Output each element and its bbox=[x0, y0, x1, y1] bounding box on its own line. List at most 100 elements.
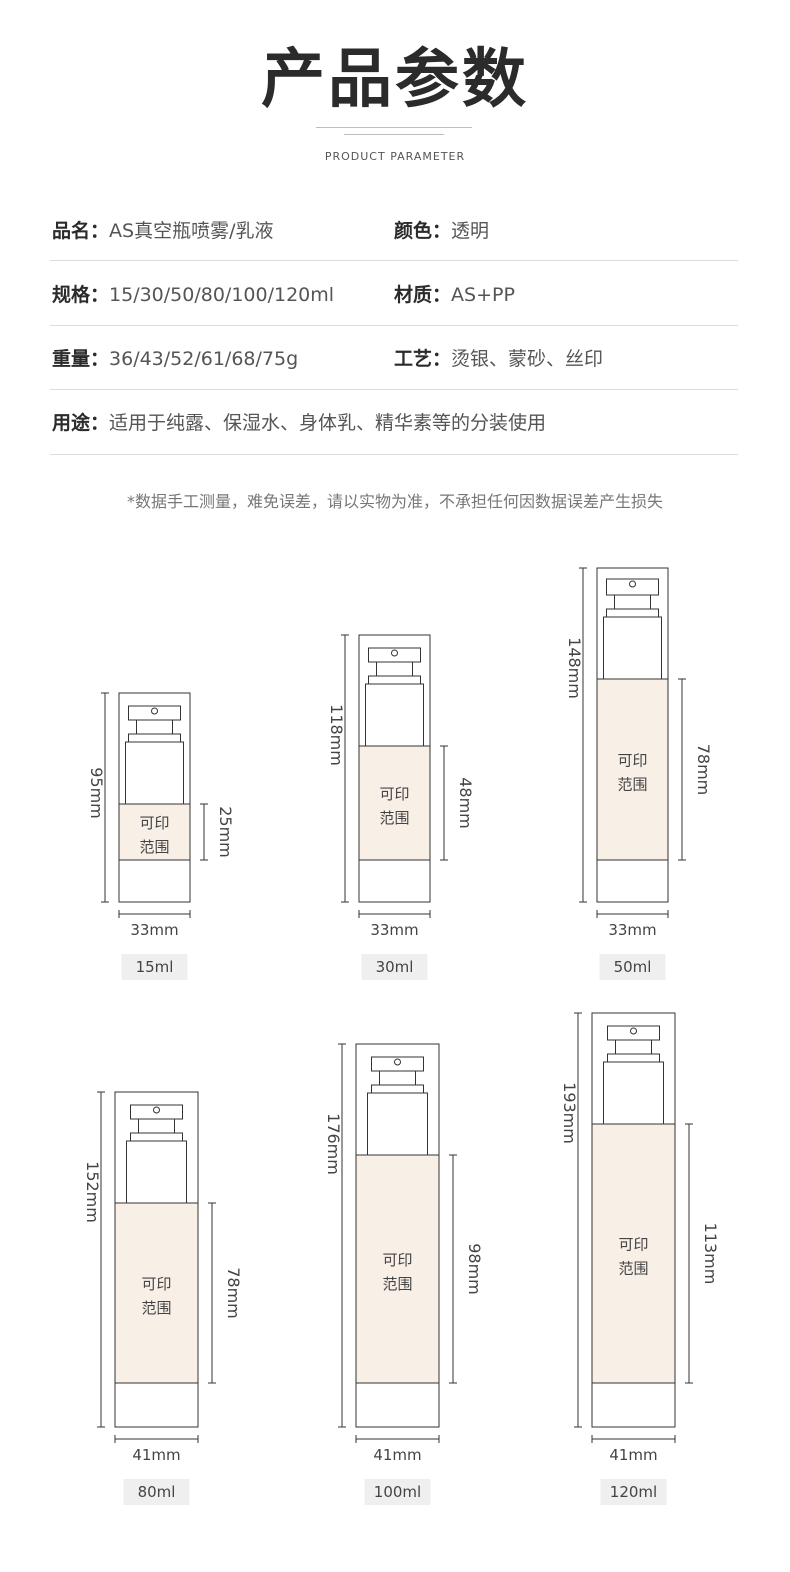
pump-collar bbox=[130, 1132, 183, 1142]
height-label: 176mm bbox=[324, 1113, 343, 1175]
print-area-label: 范围 bbox=[141, 1299, 171, 1317]
width-label: 33mm bbox=[130, 921, 178, 939]
param-weight: 重量：36/43/52/61/68/75g bbox=[52, 347, 298, 371]
param-color-key: 颜色： bbox=[394, 220, 452, 242]
print-area bbox=[592, 1124, 675, 1383]
param-usage: 用途：适用于纯露、保湿水、身体乳、精华素等的分装使用 bbox=[52, 411, 546, 435]
bottle-shoulder bbox=[367, 1092, 428, 1156]
print-area bbox=[115, 1203, 198, 1383]
print-height-label: 78mm bbox=[694, 744, 713, 796]
capacity-badge bbox=[364, 1479, 431, 1505]
nozzle-hole bbox=[151, 707, 158, 715]
param-material-value: AS+PP bbox=[451, 284, 515, 306]
title-divider-top bbox=[316, 127, 472, 128]
row-divider bbox=[50, 454, 738, 455]
nozzle-hole bbox=[630, 1027, 637, 1035]
print-area-label: 范围 bbox=[617, 776, 647, 794]
row-divider bbox=[50, 325, 738, 326]
print-height-label: 48mm bbox=[456, 777, 475, 829]
height-label: 152mm bbox=[83, 1161, 102, 1223]
title-divider-bottom bbox=[344, 134, 444, 135]
capacity-label: 50ml bbox=[614, 958, 652, 976]
print-height-label: 113mm bbox=[701, 1223, 720, 1285]
bottle-outline bbox=[114, 1091, 199, 1428]
param-usage-value: 适用于纯露、保湿水、身体乳、精华素等的分装使用 bbox=[109, 412, 547, 434]
nozzle-hole bbox=[629, 580, 636, 588]
print-height-label: 78mm bbox=[224, 1267, 243, 1319]
width-label: 33mm bbox=[370, 921, 418, 939]
bottle-shoulder bbox=[365, 683, 424, 747]
pump-neck bbox=[379, 1070, 416, 1086]
capacity-label: 80ml bbox=[138, 1483, 176, 1501]
height-label: 148mm bbox=[565, 637, 584, 699]
print-area-label: 可印 bbox=[618, 1236, 648, 1254]
param-weight-key: 重量： bbox=[52, 348, 110, 370]
param-name-value: AS真空瓶喷雾/乳液 bbox=[109, 220, 274, 242]
capacity-badge bbox=[121, 954, 188, 980]
row-divider bbox=[50, 260, 738, 261]
capacity-badge bbox=[599, 954, 666, 980]
pump-neck bbox=[376, 661, 413, 677]
print-area bbox=[119, 804, 190, 860]
param-spec-key: 规格： bbox=[52, 284, 110, 306]
pump-collar bbox=[371, 1084, 424, 1094]
pump-collar bbox=[607, 1053, 660, 1063]
nozzle-hole bbox=[394, 1058, 401, 1066]
bottle-outline bbox=[591, 1012, 676, 1428]
capacity-label: 120ml bbox=[610, 1483, 657, 1501]
print-area-label: 可印 bbox=[141, 1275, 171, 1293]
page-title: 产品参数 bbox=[261, 43, 529, 117]
param-name: 品名：AS真空瓶喷雾/乳液 bbox=[52, 219, 273, 243]
capacity-badge bbox=[123, 1479, 190, 1505]
bottle-outline bbox=[355, 1043, 440, 1428]
param-name-key: 品名： bbox=[52, 220, 110, 242]
param-craft: 工艺：烫银、蒙砂、丝印 bbox=[394, 347, 603, 371]
param-color-value: 透明 bbox=[451, 220, 490, 242]
pump-neck bbox=[615, 1039, 652, 1055]
width-label: 33mm bbox=[608, 921, 656, 939]
bottle-shoulder bbox=[126, 1140, 187, 1204]
width-label: 41mm bbox=[373, 1446, 421, 1464]
bottle-shoulder bbox=[603, 616, 662, 680]
print-area-label: 可印 bbox=[139, 814, 169, 832]
bottle-shoulder bbox=[603, 1061, 664, 1125]
pump-collar bbox=[368, 675, 421, 685]
print-height-label: 25mm bbox=[216, 806, 235, 858]
print-area-label: 范围 bbox=[139, 838, 169, 856]
print-area-label: 可印 bbox=[617, 752, 647, 770]
param-material: 材质：AS+PP bbox=[394, 283, 515, 307]
height-label: 193mm bbox=[560, 1082, 579, 1144]
print-area-label: 范围 bbox=[379, 809, 409, 827]
height-label: 118mm bbox=[327, 704, 346, 766]
pump-neck bbox=[136, 719, 173, 735]
param-usage-key: 用途： bbox=[52, 412, 110, 434]
param-spec-value: 15/30/50/80/100/120ml bbox=[109, 284, 335, 306]
param-weight-value: 36/43/52/61/68/75g bbox=[109, 348, 299, 370]
nozzle-hole bbox=[391, 649, 398, 657]
pump-neck bbox=[138, 1118, 175, 1134]
print-area-label: 范围 bbox=[382, 1275, 412, 1293]
disclaimer-note: *数据手工测量，难免误差，请以实物为准，不承担任何因数据误差产生损失 bbox=[126, 492, 663, 511]
param-spec: 规格：15/30/50/80/100/120ml bbox=[52, 283, 334, 307]
height-label: 95mm bbox=[87, 767, 106, 819]
print-area-label: 范围 bbox=[618, 1260, 648, 1278]
capacity-badge bbox=[361, 954, 428, 980]
param-craft-key: 工艺： bbox=[394, 348, 452, 370]
bottle-shoulder bbox=[125, 741, 184, 805]
width-label: 41mm bbox=[609, 1446, 657, 1464]
param-material-key: 材质： bbox=[394, 284, 452, 306]
print-area bbox=[356, 1155, 439, 1383]
param-color: 颜色：透明 bbox=[394, 219, 489, 243]
print-area bbox=[359, 746, 430, 860]
capacity-label: 30ml bbox=[376, 958, 414, 976]
page-subtitle: PRODUCT PARAMETER bbox=[324, 150, 466, 163]
bottle-outline bbox=[118, 692, 191, 903]
param-craft-value: 烫银、蒙砂、丝印 bbox=[451, 348, 604, 370]
pump-neck bbox=[614, 594, 651, 610]
bottle-outline bbox=[358, 634, 431, 903]
bottle-outline bbox=[596, 567, 669, 903]
width-label: 41mm bbox=[132, 1446, 180, 1464]
capacity-badge bbox=[600, 1479, 667, 1505]
capacity-label: 15ml bbox=[136, 958, 174, 976]
